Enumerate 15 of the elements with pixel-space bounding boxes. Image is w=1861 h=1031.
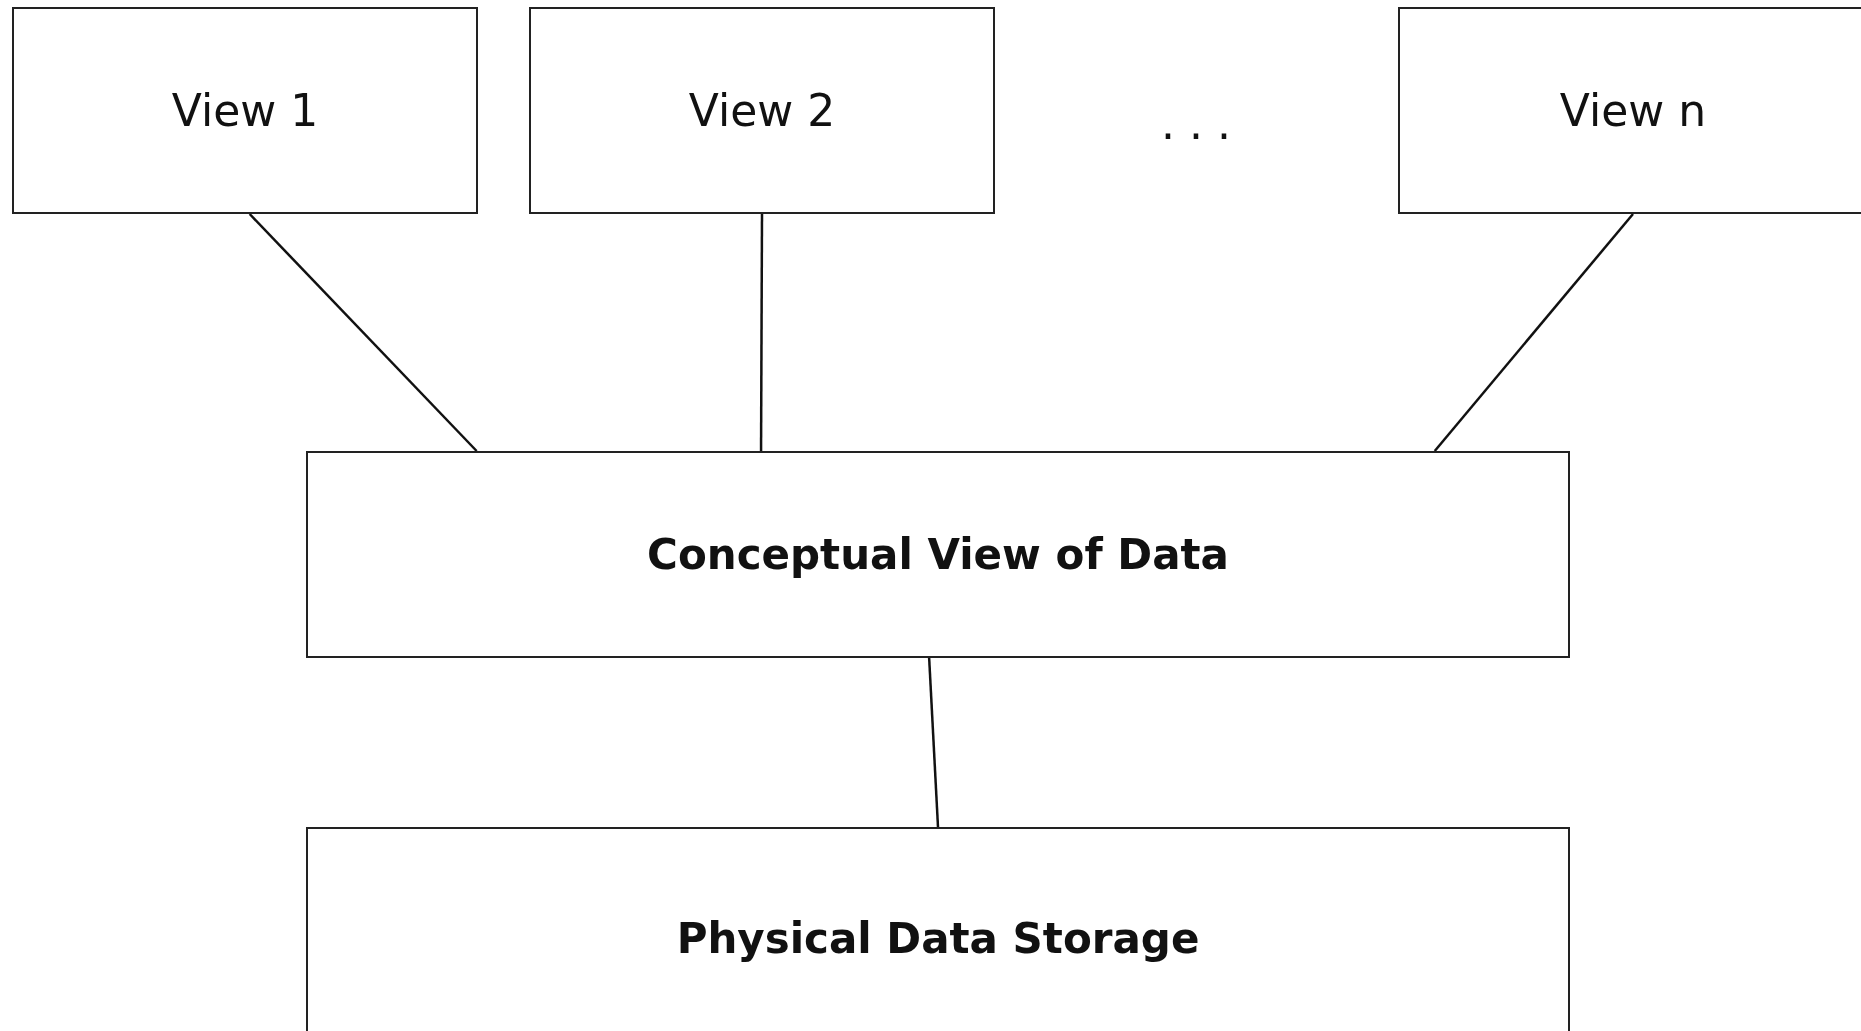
box-label: View 2 <box>688 85 836 136</box>
ellipsis-text: . . . <box>1161 98 1231 149</box>
connector-line <box>927 657 940 828</box>
layer-box <box>306 827 1570 1031</box>
box-label: View n <box>1559 85 1707 136</box>
connector-line <box>759 214 764 451</box>
view-box <box>1398 7 1861 214</box>
view-box <box>529 7 995 214</box>
view-box <box>12 7 478 214</box>
box-label: Physical Data Storage <box>676 913 1200 963</box>
box-label: View 1 <box>171 85 319 136</box>
connector-line <box>1433 213 1634 452</box>
layer-box <box>306 451 1570 658</box>
connector-line <box>248 213 478 452</box>
box-label: Conceptual View of Data <box>647 530 1229 579</box>
